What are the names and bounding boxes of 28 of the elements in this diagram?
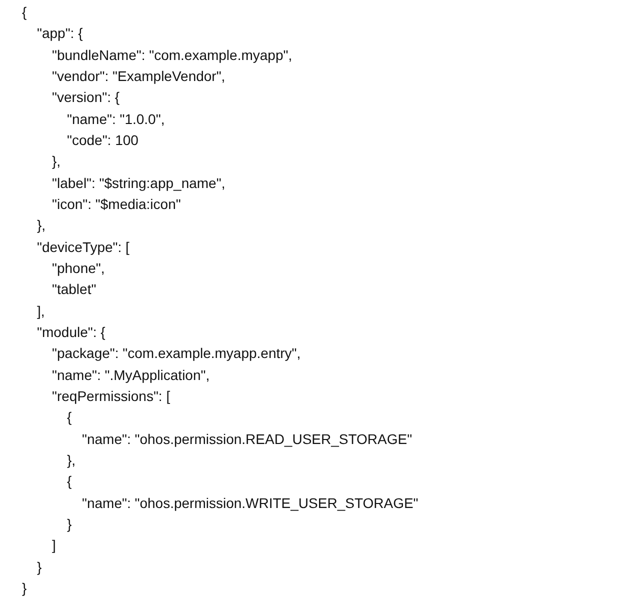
code-line: "name": ".MyApplication", [52, 366, 210, 384]
code-line: "name": "ohos.permission.READ_USER_STORAGE" [82, 430, 412, 448]
code-line: "label": "$string:app_name", [52, 174, 226, 192]
code-line: "tablet" [52, 281, 96, 298]
code-line: "vendor": "ExampleVendor", [52, 68, 226, 85]
code-line: "reqPermissions": [ [52, 388, 170, 405]
code-line: }, [52, 153, 61, 170]
code-line: "app": { [37, 25, 83, 42]
code-line: } [67, 516, 72, 533]
code-line: "deviceType": [ [37, 238, 130, 256]
code-line: "version": { [52, 89, 120, 106]
code-line: ], [37, 302, 45, 320]
code-line: "module": { [37, 324, 106, 341]
code-line: } [22, 580, 27, 597]
code-line: { [22, 4, 27, 21]
code-line: "icon": "$media:icon" [52, 196, 181, 213]
code-line: }, [37, 217, 46, 234]
code-line: { [67, 409, 72, 426]
code-line: "name": "ohos.permission.WRITE_USER_STORAGE" [82, 494, 418, 512]
code-line: "code": 100 [67, 132, 138, 149]
code-line: { [67, 473, 72, 490]
code-line: }, [67, 452, 76, 469]
code-line: "phone", [52, 260, 105, 277]
code-line: } [37, 558, 42, 576]
code-line: "name": "1.0.0", [67, 110, 165, 128]
code-line: "bundleName": "com.example.myapp", [52, 46, 292, 64]
code-line: ] [52, 537, 56, 554]
code-line: "package": "com.example.myapp.entry", [52, 345, 301, 362]
